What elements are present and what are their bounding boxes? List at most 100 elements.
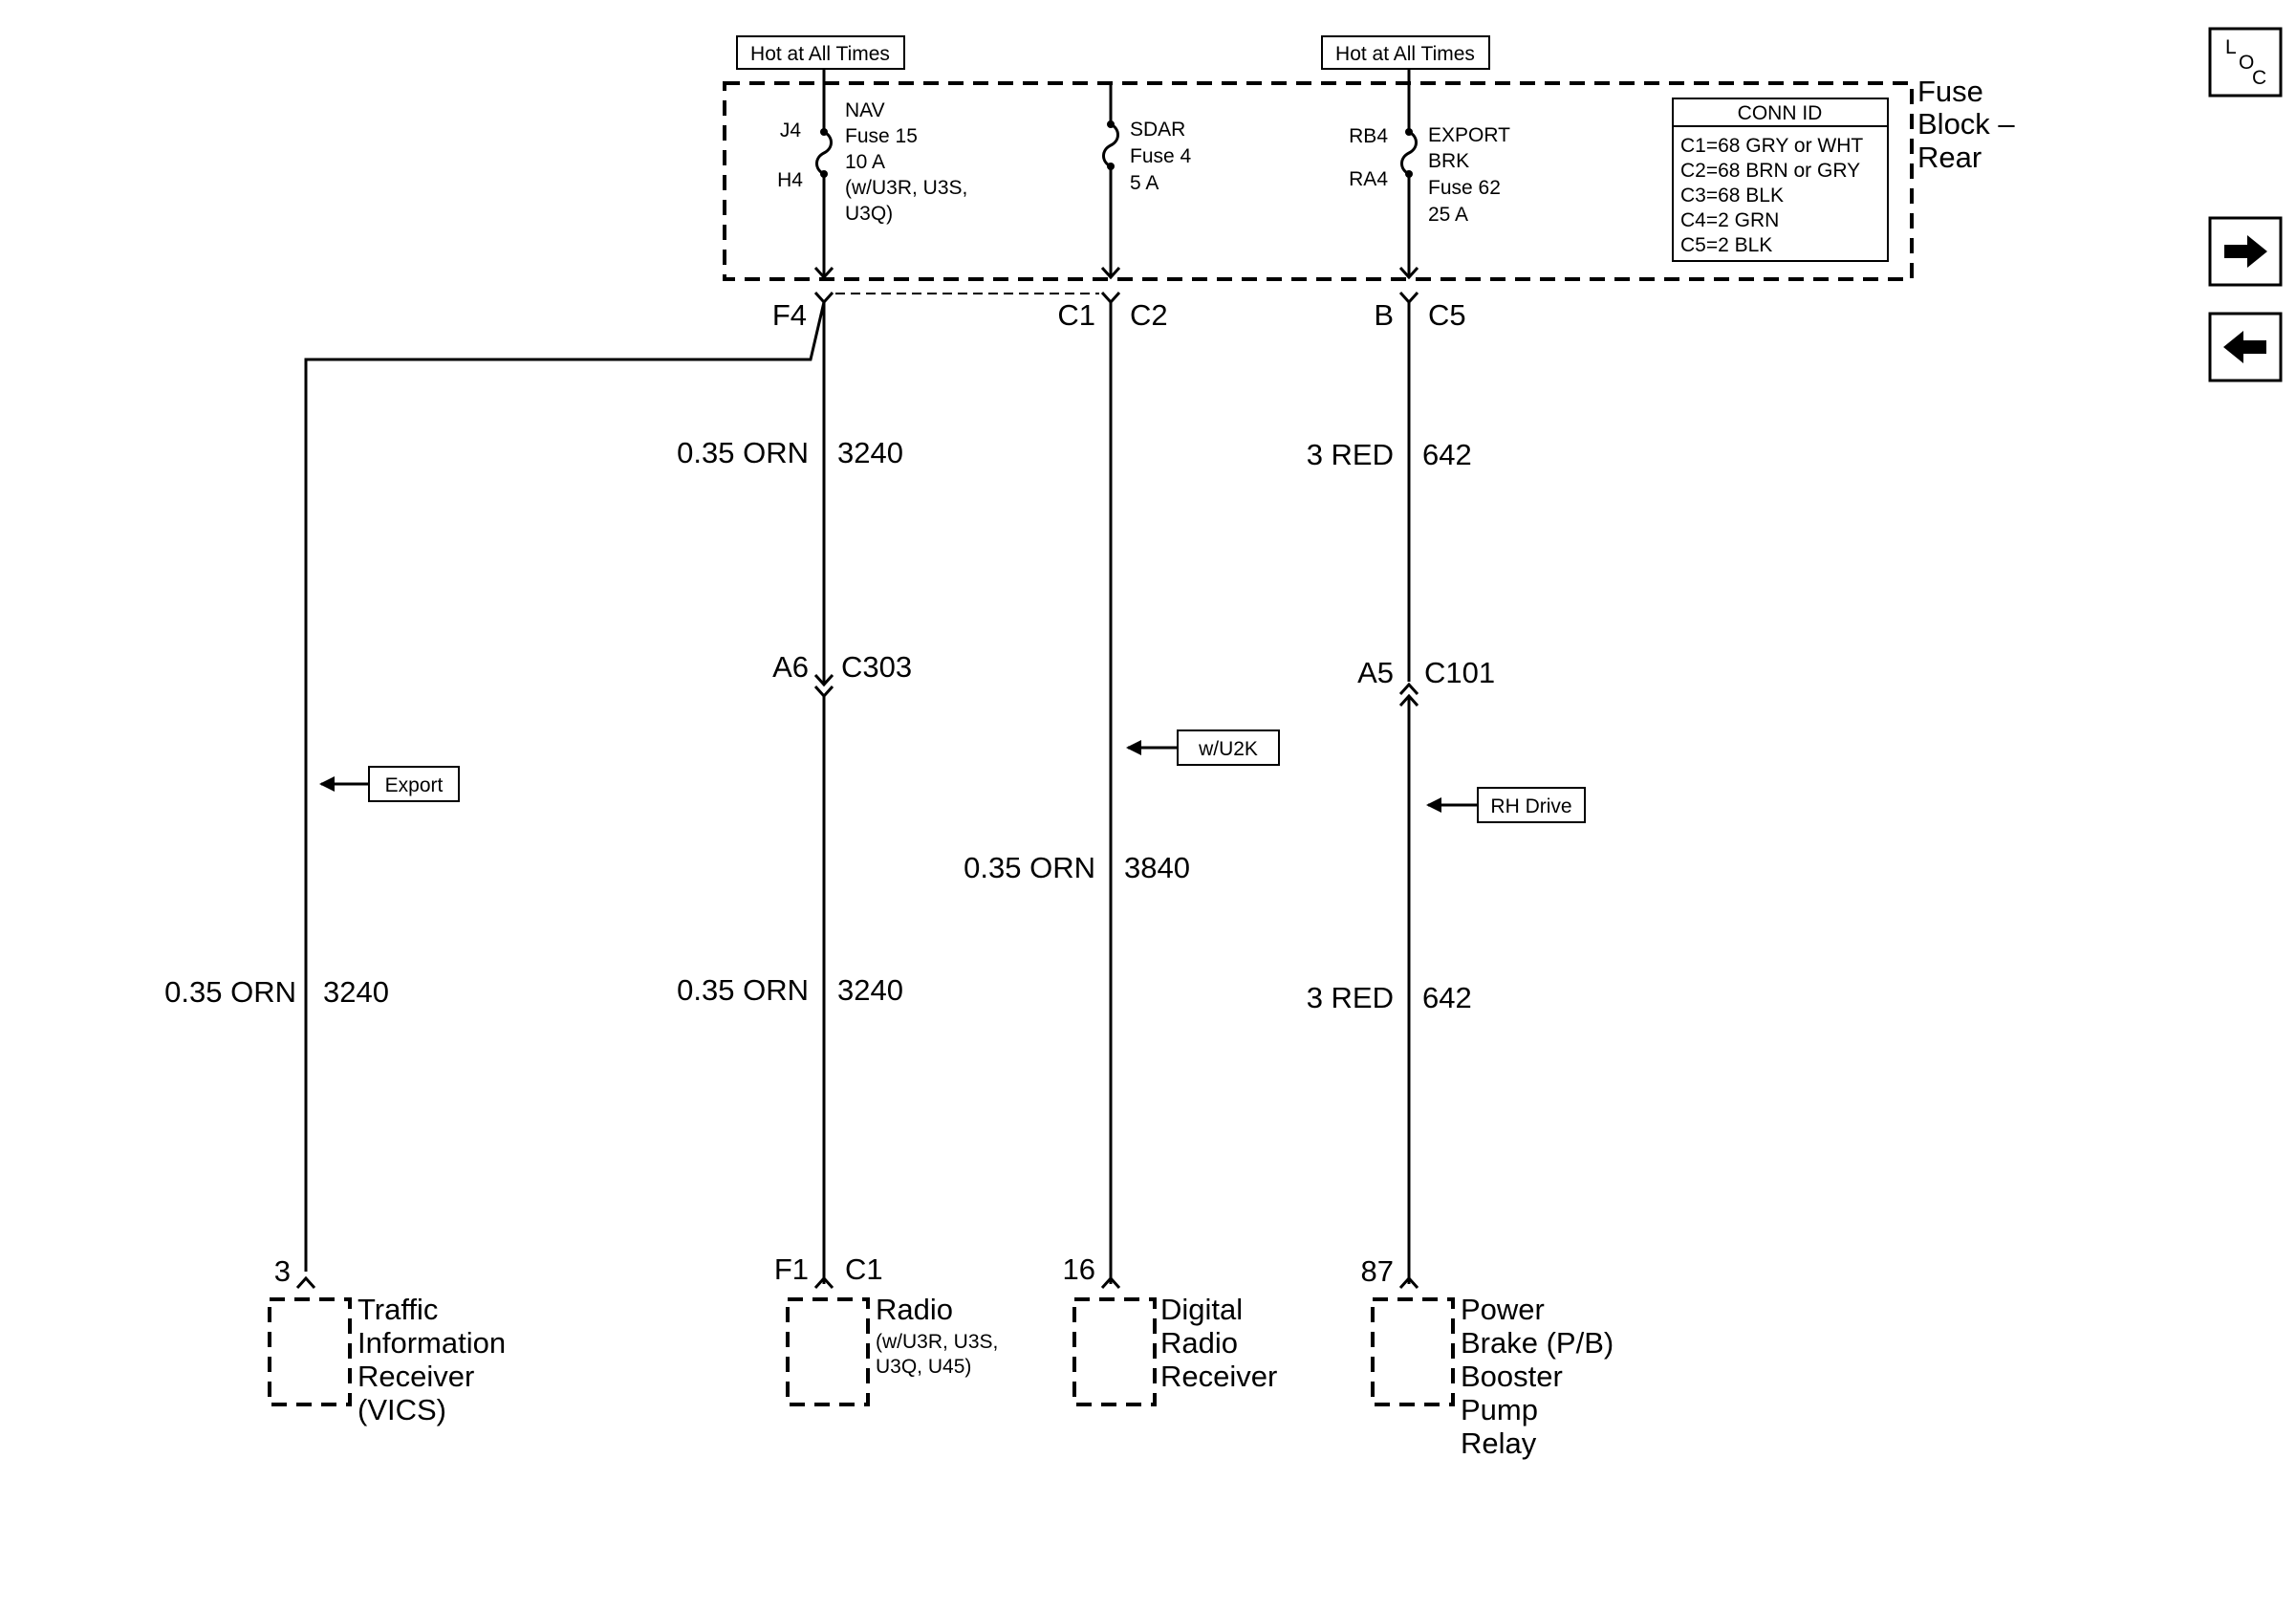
- svg-text:0.35 ORN: 0.35 ORN: [964, 851, 1095, 884]
- svg-text:NAV: NAV: [845, 99, 885, 121]
- next-page-button[interactable]: [2208, 216, 2283, 287]
- svg-text:A6: A6: [772, 650, 809, 684]
- svg-text:RA4: RA4: [1349, 168, 1388, 190]
- component-pb-booster-pump-relay: 87 Power Brake (P/B) Booster Pump Relay: [1361, 1254, 1614, 1460]
- svg-text:U3Q, U45): U3Q, U45): [876, 1356, 971, 1378]
- connector-c1-c2: C1 C2: [1057, 291, 1168, 332]
- svg-text:Brake (P/B): Brake (P/B): [1461, 1326, 1614, 1360]
- svg-text:(w/U3R, U3S,: (w/U3R, U3S,: [876, 1331, 998, 1353]
- wire-label-642-lower: 3 RED 642: [1307, 981, 1472, 1014]
- svg-text:3840: 3840: [1124, 851, 1190, 884]
- svg-text:3240: 3240: [837, 436, 903, 469]
- connector-f4: F4: [772, 291, 834, 332]
- conn-id-row: C5=2 BLK: [1680, 234, 1772, 256]
- component-digital-radio-receiver: 16 Digital Radio Receiver: [1063, 1252, 1277, 1406]
- wire-label-3240-upper: 0.35 ORN 3240: [677, 436, 903, 469]
- svg-text:3 RED: 3 RED: [1307, 981, 1394, 1014]
- svg-text:Digital: Digital: [1160, 1293, 1243, 1326]
- loc-o-glyph: O: [2239, 52, 2254, 74]
- conn-id-row: C2=68 BRN or GRY: [1680, 160, 1860, 182]
- svg-text:3240: 3240: [323, 975, 389, 1009]
- svg-text:3 RED: 3 RED: [1307, 438, 1394, 471]
- option-w-u2k: w/U2K: [1126, 729, 1280, 766]
- component-radio: F1 C1 Radio (w/U3R, U3S, U3Q, U45): [774, 1252, 998, 1406]
- svg-text:B: B: [1374, 298, 1394, 332]
- hot-label-left: Hot at All Times: [736, 35, 905, 70]
- conn-id-row: C3=68 BLK: [1680, 185, 1784, 207]
- svg-text:F4: F4: [772, 298, 807, 332]
- svg-text:EXPORT: EXPORT: [1428, 124, 1510, 146]
- loc-c-glyph: C: [2252, 67, 2266, 89]
- right-arrow-icon: [2224, 235, 2267, 268]
- svg-text:SDAR: SDAR: [1130, 119, 1185, 141]
- component-traffic-information-receiver: 3 Traffic Information Receiver (VICS): [268, 1254, 506, 1426]
- svg-text:Fuse: Fuse: [1917, 75, 1983, 108]
- svg-text:3: 3: [274, 1254, 291, 1288]
- svg-text:H4: H4: [777, 169, 803, 191]
- svg-text:w/U2K: w/U2K: [1198, 738, 1258, 760]
- svg-text:Hot at All Times: Hot at All Times: [750, 43, 890, 65]
- svg-text:642: 642: [1422, 981, 1472, 1014]
- svg-text:3240: 3240: [837, 973, 903, 1007]
- option-export: Export: [319, 766, 460, 802]
- left-arrow-icon: [2223, 331, 2266, 363]
- wire-label-642-upper: 3 RED 642: [1307, 438, 1472, 471]
- conn-id-title: CONN ID: [1738, 102, 1823, 124]
- fuse-nav: J4 H4 NAV Fuse 15 10 A (w/U3R, U3S, U3Q): [777, 69, 967, 280]
- fuse-block-outline: [723, 81, 1914, 281]
- fuse-sdar: SDAR Fuse 4 5 A: [1100, 83, 1192, 280]
- svg-text:RH Drive: RH Drive: [1490, 795, 1571, 817]
- connector-c303: A6 C303: [772, 650, 912, 699]
- svg-text:Fuse 4: Fuse 4: [1130, 145, 1192, 167]
- svg-text:C5: C5: [1428, 298, 1466, 332]
- fuse-block-title: Fuse Block – Rear: [1917, 75, 2015, 174]
- svg-text:Booster: Booster: [1461, 1360, 1563, 1393]
- svg-text:642: 642: [1422, 438, 1472, 471]
- conn-id-row: C1=68 GRY or WHT: [1680, 135, 1863, 157]
- loc-button[interactable]: L O C: [2208, 27, 2283, 98]
- svg-text:Relay: Relay: [1461, 1426, 1537, 1460]
- svg-text:Hot at All Times: Hot at All Times: [1335, 43, 1475, 65]
- wire-3240-export-branch: [304, 301, 826, 1272]
- svg-text:Receiver: Receiver: [1160, 1360, 1277, 1393]
- connector-b-c5: B C5: [1374, 291, 1466, 332]
- svg-text:(w/U3R, U3S,: (w/U3R, U3S,: [845, 177, 967, 199]
- wire-label-3240-export: 0.35 ORN 3240: [164, 975, 389, 1009]
- wire-label-3240-lower: 0.35 ORN 3240: [677, 973, 903, 1007]
- svg-text:C303: C303: [841, 650, 912, 684]
- svg-text:J4: J4: [780, 120, 802, 142]
- conn-id-row: C4=2 GRN: [1680, 209, 1779, 231]
- svg-text:0.35 ORN: 0.35 ORN: [677, 973, 809, 1007]
- svg-text:Fuse 62: Fuse 62: [1428, 177, 1501, 199]
- svg-text:Pump: Pump: [1461, 1393, 1538, 1426]
- svg-text:(VICS): (VICS): [357, 1393, 446, 1426]
- wire-label-3840: 0.35 ORN 3840: [964, 851, 1190, 884]
- conn-id-table: CONN ID C1=68 GRY or WHT C2=68 BRN or GR…: [1672, 98, 1889, 262]
- svg-text:Export: Export: [385, 774, 444, 796]
- svg-text:A5: A5: [1357, 656, 1394, 689]
- svg-text:Traffic: Traffic: [357, 1293, 438, 1326]
- svg-text:Receiver: Receiver: [357, 1360, 474, 1393]
- svg-text:RB4: RB4: [1349, 125, 1388, 147]
- svg-text:5 A: 5 A: [1130, 172, 1159, 194]
- svg-text:0.35 ORN: 0.35 ORN: [677, 436, 809, 469]
- option-rh-drive: RH Drive: [1426, 787, 1586, 823]
- hot-label-right: Hot at All Times: [1321, 35, 1490, 70]
- svg-text:C2: C2: [1130, 298, 1168, 332]
- svg-text:87: 87: [1361, 1254, 1394, 1288]
- svg-text:Radio: Radio: [1160, 1326, 1238, 1360]
- svg-text:0.35 ORN: 0.35 ORN: [164, 975, 296, 1009]
- svg-text:U3Q): U3Q): [845, 203, 893, 225]
- previous-page-button[interactable]: [2208, 312, 2283, 382]
- svg-text:Block –: Block –: [1917, 107, 2015, 141]
- svg-text:Information: Information: [357, 1326, 506, 1360]
- svg-text:F1: F1: [774, 1252, 809, 1286]
- svg-text:BRK: BRK: [1428, 150, 1469, 172]
- svg-text:C1: C1: [845, 1252, 883, 1286]
- svg-text:Radio: Radio: [876, 1293, 953, 1326]
- svg-text:Rear: Rear: [1917, 141, 1982, 174]
- svg-text:Fuse 15: Fuse 15: [845, 125, 918, 147]
- svg-text:10 A: 10 A: [845, 151, 885, 173]
- svg-text:Power: Power: [1461, 1293, 1545, 1326]
